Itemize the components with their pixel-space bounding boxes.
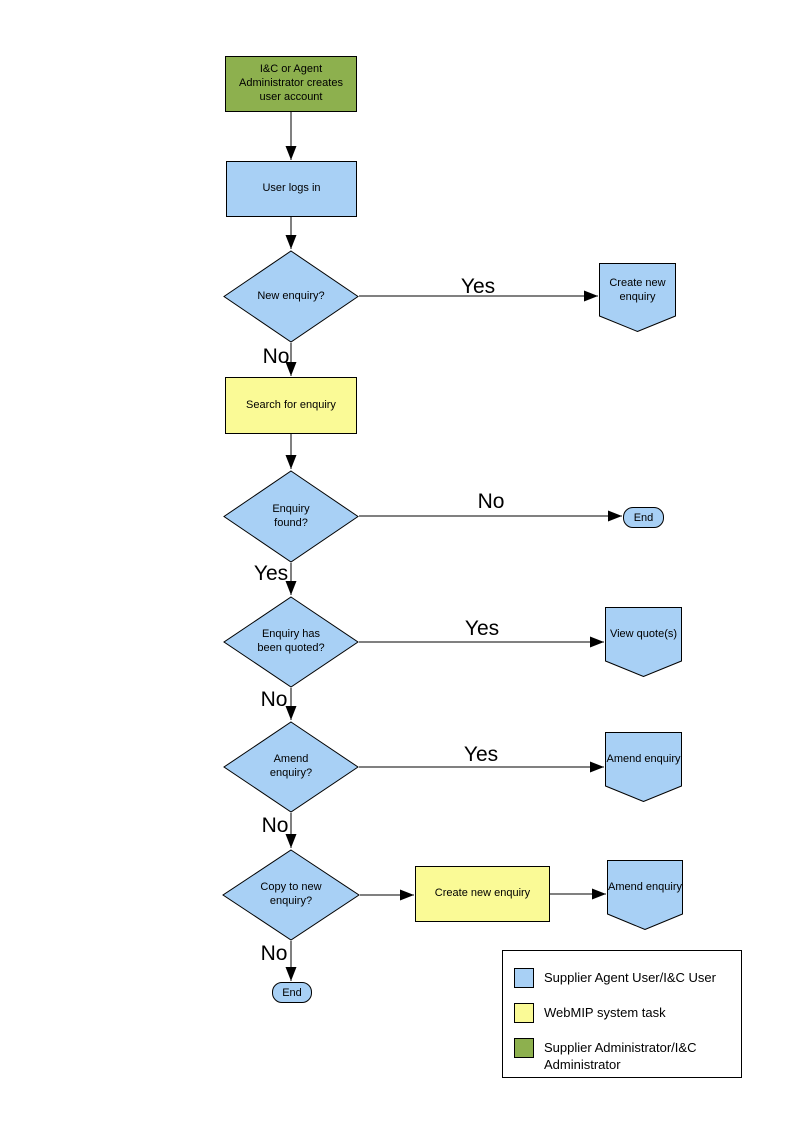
legend-swatch-user [514,968,534,988]
legend-swatch-system [514,1003,534,1023]
edge-label-copy-no: No [260,942,288,965]
legend-label: Supplier Agent User/I&C User [544,970,716,985]
legend-item-supplier-administrator: Supplier Administrator/I&C Administrator [514,1038,741,1074]
edge-label-quoted-yes: Yes [464,617,500,640]
decision-copy-to-new-enquiry: Copy to new enquiry? [222,849,360,941]
edge-label-found-yes: Yes [253,562,289,585]
process-search-for-enquiry: Search for enquiry [225,377,357,434]
edge-label-new-enquiry-yes: Yes [460,275,496,298]
terminator-end-right: End [623,507,664,528]
process-create-user-account: I&C or Agent Administrator creates user … [225,56,357,112]
legend: Supplier Agent User/I&C User WebMIP syst… [502,950,742,1078]
edge-label-new-enquiry-no: No [262,345,290,368]
offpage-create-new-enquiry: Create new enquiry [599,263,676,332]
edge-label-found-no: No [477,490,505,513]
decision-enquiry-found: Enquiry found? [223,470,359,563]
legend-swatch-admin [514,1038,534,1058]
decision-new-enquiry: New enquiry? [223,250,359,343]
legend-label: WebMIP system task [544,1005,666,1020]
offpage-amend-enquiry-1: Amend enquiry [605,732,682,802]
edge-label-quoted-no: No [260,688,288,711]
terminator-end-bottom: End [272,982,312,1003]
decision-amend-enquiry: Amend enquiry? [223,721,359,813]
edge-label-amend-no: No [261,814,289,837]
process-create-new-enquiry: Create new enquiry [415,866,550,922]
decision-enquiry-quoted: Enquiry has been quoted? [223,596,359,688]
process-user-logs-in: User logs in [226,161,357,217]
edge-label-amend-yes: Yes [463,743,499,766]
offpage-amend-enquiry-2: Amend enquiry [607,860,683,930]
offpage-view-quotes: View quote(s) [605,607,682,677]
legend-item-webmip-system-task: WebMIP system task [514,1003,741,1023]
legend-item-supplier-agent-user: Supplier Agent User/I&C User [514,968,741,988]
legend-label: Supplier Administrator/I&C Administrator [544,1040,697,1072]
